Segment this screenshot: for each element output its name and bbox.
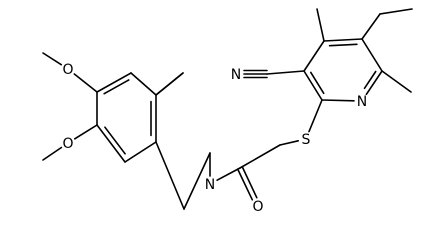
bond-p3-cn	[266, 70, 305, 75]
methoxy-oxygen-top-label: O	[62, 62, 73, 78]
bond-n2-cam	[216, 167, 241, 181]
bond-p6-pn-inner	[363, 70, 377, 90]
bond-s-p2	[308, 99, 323, 133]
tetrahydroisoquinoline-nitrogen-label: N	[205, 177, 215, 193]
bond-p2-p3	[303, 70, 323, 101]
bond-a5-a6	[96, 124, 126, 163]
bond-p3-p4	[303, 40, 325, 72]
bond-p6-me6	[381, 70, 412, 93]
bond-p2-p3-inner	[309, 71, 325, 95]
bond-a2-a3	[130, 72, 157, 96]
nitrile-nitrogen-label: N	[231, 67, 241, 83]
bond-cam-oam-b	[241, 166, 258, 199]
bond-me1-o1	[42, 52, 63, 66]
bond-cam-oam-a	[236, 168, 254, 201]
bond-layer	[42, 8, 413, 210]
bond-a4-a5	[124, 141, 157, 163]
bond-a1-a2	[96, 72, 132, 93]
bond-c3-c4	[183, 152, 211, 210]
bond-cam-ch2	[239, 144, 281, 169]
pyridine-nitrogen-label: N	[357, 94, 367, 110]
thioether-sulfur-label: S	[302, 132, 311, 148]
bond-me2-o2	[42, 146, 63, 161]
bond-a3-c1	[155, 72, 184, 96]
bond-o1-a1	[73, 73, 98, 93]
bond-p4-p5	[323, 38, 363, 42]
methoxy-oxygen-bottom-label: O	[62, 136, 73, 152]
bond-c4-a4	[155, 141, 185, 210]
chemical-structure: O O N O S N N	[42, 8, 413, 215]
bond-p6-pn	[365, 70, 383, 96]
atom-label-layer: O O N O S N N	[62, 62, 367, 215]
bond-a1-a2-inner	[103, 79, 130, 95]
bond-o2-a6	[74, 124, 98, 140]
bond-p5-p6	[361, 38, 383, 72]
bond-et1-et2	[379, 8, 413, 15]
bond-pn-p2	[321, 99, 355, 102]
bond-p4-p5-inner	[328, 43, 358, 47]
bond-ch2-s	[279, 140, 300, 146]
bond-p5-et1	[361, 13, 381, 40]
bond-a5-a6-inner	[104, 126, 126, 155]
carbonyl-oxygen-label: O	[252, 199, 263, 215]
bond-p4-me4	[316, 8, 325, 42]
